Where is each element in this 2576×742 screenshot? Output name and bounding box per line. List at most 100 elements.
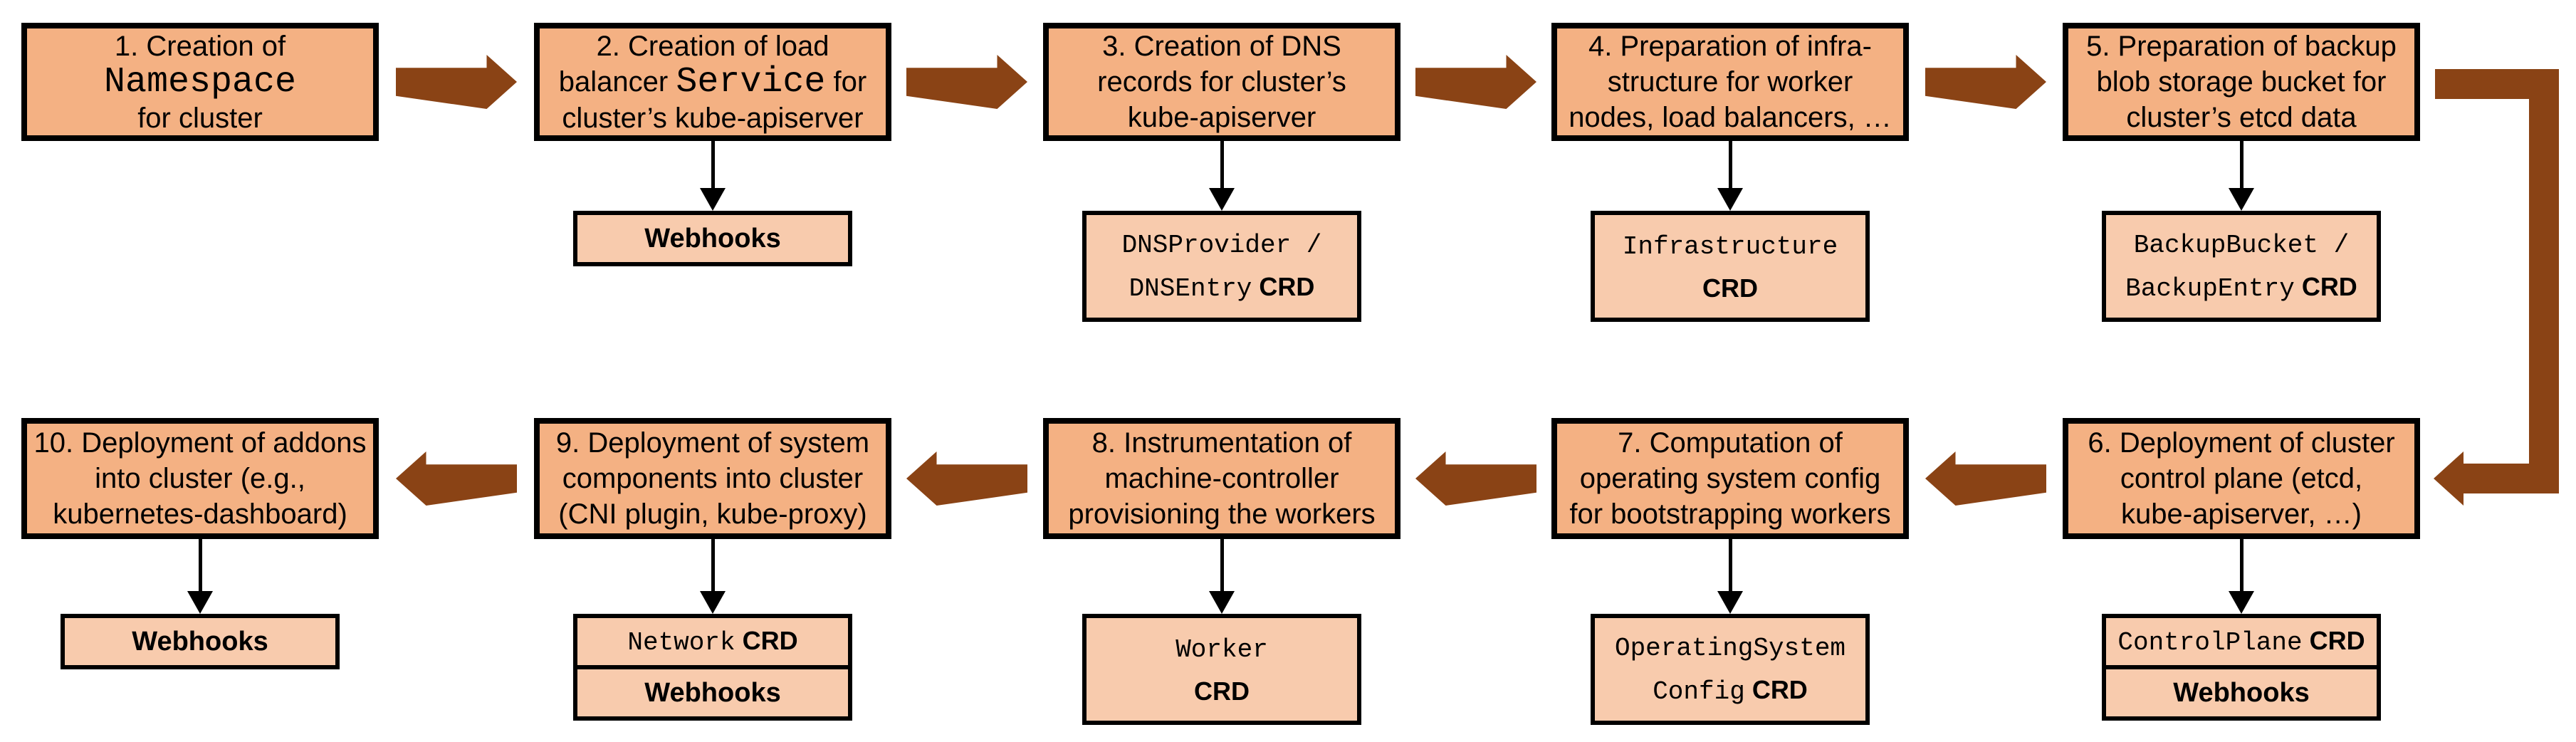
text-line: cluster’s etcd data [2126, 100, 2356, 135]
down-arrow-icon [700, 539, 726, 614]
text-line: BackupEntry CRD [2125, 266, 2357, 310]
text-line: machine-controller [1104, 461, 1339, 496]
step-6-resources: ControlPlane CRD Webhooks [2102, 614, 2381, 721]
arrow-stem [1728, 141, 1732, 188]
text-line: cluster’s kube-apiserver [562, 100, 863, 136]
down-arrow-icon [1717, 141, 1743, 211]
step-4-box: 4. Preparation of infra-structure for wo… [1551, 23, 1909, 141]
text-line: 6. Deployment of cluster [2088, 425, 2394, 461]
step-text-segment: Webhooks [644, 224, 781, 254]
text-line: for bootstrapping workers [1569, 496, 1890, 532]
arrow-head [2229, 188, 2254, 211]
text-line: provisioning the workers [1068, 496, 1375, 532]
down-arrow-icon [2229, 141, 2254, 211]
text-line: 10. Deployment of addons [34, 425, 367, 461]
step-text-segment: Worker [1176, 634, 1268, 664]
down-arrow-icon [700, 141, 726, 211]
step-text-segment: kube-apiserver, …) [2121, 498, 2362, 530]
text-line: 9. Deployment of system [556, 425, 869, 461]
flow-arrow-right-icon [1415, 55, 1536, 109]
arrow-head [700, 188, 726, 211]
resource-box: DNSProvider / DNSEntry CRD [1082, 211, 1361, 322]
resource-box: BackupBucket /BackupEntry CRD [2102, 211, 2381, 322]
text-line: CRD [1194, 671, 1250, 712]
arrow-head [1209, 188, 1235, 211]
step-text-segment: CRD [1252, 272, 1315, 301]
step-7-box: 7. Computation of operating system config… [1551, 418, 1909, 539]
text-line: components into cluster [562, 461, 863, 496]
text-line: DNSProvider / [1122, 223, 1322, 266]
arrow-stem [711, 539, 715, 591]
text-line: for cluster [137, 100, 263, 136]
text-line: Infrastructure [1623, 224, 1838, 268]
step-text-segment: Webhooks [644, 678, 781, 708]
arrow-head [2229, 591, 2254, 614]
text-line: Webhooks [644, 672, 780, 714]
step-text-segment: OperatingSystem [1614, 634, 1846, 663]
step-text-segment: 8. Instrumentation of [1091, 427, 1352, 459]
step-text-segment: Network [627, 627, 735, 657]
text-line: kubernetes-dashboard) [53, 496, 347, 532]
text-line: records for cluster’s [1097, 64, 1346, 100]
flow-arrow-left-icon [1415, 451, 1536, 506]
flow-arrow-right-icon [396, 55, 517, 109]
step-text-segment: CRD [1702, 273, 1758, 303]
arrow-stem [2239, 141, 2243, 188]
step-text-segment: operating system config [1579, 463, 1881, 494]
step-text-segment: 7. Computation of [1618, 427, 1843, 459]
text-line: Worker [1176, 627, 1268, 671]
arrow-stem [1220, 539, 1224, 591]
step-text-segment: CRD [2294, 272, 2357, 301]
step-10-resources: Webhooks [61, 614, 340, 669]
text-line: Webhooks [132, 621, 268, 662]
text-line: kube-apiserver [1128, 100, 1316, 135]
step-2-resources: Webhooks [573, 211, 852, 266]
step-text-segment: DNSProvider / [1121, 231, 1322, 260]
text-line: 3. Creation of DNS [1102, 28, 1341, 64]
step-text-segment: for bootstrapping workers [1569, 498, 1891, 530]
step-text-segment: cluster’s etcd data [2126, 102, 2357, 133]
resource-box: Webhooks [573, 665, 852, 721]
step-text-segment: 3. Creation of DNS [1102, 31, 1341, 62]
text-line: structure for worker [1608, 64, 1853, 100]
text-line: 2. Creation of load [597, 28, 829, 64]
text-line: kube-apiserver, …) [2121, 496, 2362, 532]
down-arrow-icon [2229, 539, 2254, 614]
step-text-segment: 6. Deployment of cluster [2088, 427, 2395, 459]
text-line: Webhooks [2173, 672, 2309, 714]
step-text-segment: DNSEntry [1129, 274, 1252, 303]
text-line: operating system config [1580, 461, 1880, 496]
step-text-segment: CRD [1744, 675, 1808, 704]
step-text-segment: CRD [2302, 625, 2365, 655]
text-line: 1. Creation of [115, 28, 286, 64]
down-arrow-icon [187, 539, 213, 614]
flow-arrow-left-icon [906, 451, 1027, 506]
flow-arrow-left-icon [1925, 451, 2046, 506]
text-line: BackupBucket / [2134, 223, 2349, 266]
arrow-head [1717, 591, 1743, 614]
step-text-segment: nodes, load balancers, … [1569, 102, 1892, 133]
arrow-head [700, 591, 726, 614]
text-line: Namespace [104, 64, 296, 100]
arrow-head [1209, 591, 1235, 614]
step-text-segment: for [825, 66, 867, 98]
step-text-segment: blob storage bucket for [2096, 66, 2387, 98]
text-line: DNSEntry CRD [1129, 266, 1315, 310]
text-line: 7. Computation of [1618, 425, 1843, 461]
step-text-segment: Service [676, 61, 826, 103]
text-line: 8. Instrumentation of [1092, 425, 1352, 461]
text-line: 4. Preparation of infra- [1588, 28, 1872, 64]
text-line: ControlPlane CRD [2117, 620, 2365, 664]
text-line: CRD [1702, 268, 1758, 309]
arrow-stem [2239, 539, 2243, 591]
step-text-segment: components into cluster [562, 463, 864, 494]
arrow-stem [1728, 539, 1732, 591]
